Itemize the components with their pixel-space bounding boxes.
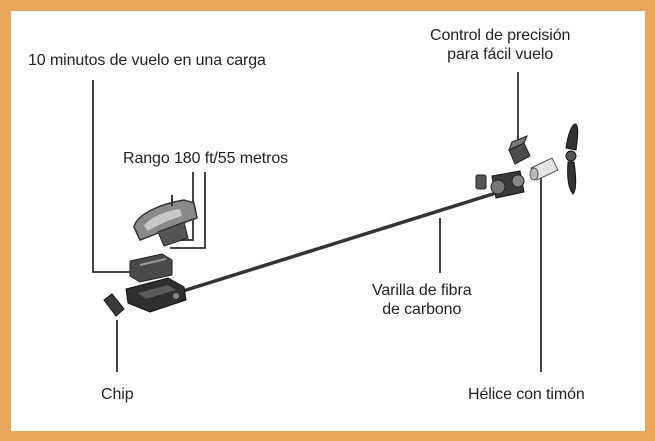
canopy-body xyxy=(133,195,198,247)
label-chip: Chip xyxy=(101,386,134,403)
label-carbon-rod: Varilla de fibra de carbono xyxy=(372,282,472,318)
label-precision-control: Control de precisión para fácil vuelo xyxy=(430,27,571,63)
label-flight-time: 10 minutos de vuelo en una carga xyxy=(28,52,266,69)
carbon-rod xyxy=(181,191,498,293)
leader-line-range-secondary xyxy=(170,172,206,249)
tail-motor-assembly xyxy=(475,170,525,199)
label-range: Rango 180 ft/55 metros xyxy=(123,150,289,167)
control-block xyxy=(508,135,531,165)
propeller xyxy=(565,123,579,195)
chassis-base xyxy=(125,277,187,313)
label-propeller: Hélice con timón xyxy=(468,386,585,403)
tail-cylinder xyxy=(529,157,559,181)
leader-line-flight-time xyxy=(92,80,132,273)
battery-block xyxy=(129,253,173,283)
chip-part xyxy=(103,293,125,317)
